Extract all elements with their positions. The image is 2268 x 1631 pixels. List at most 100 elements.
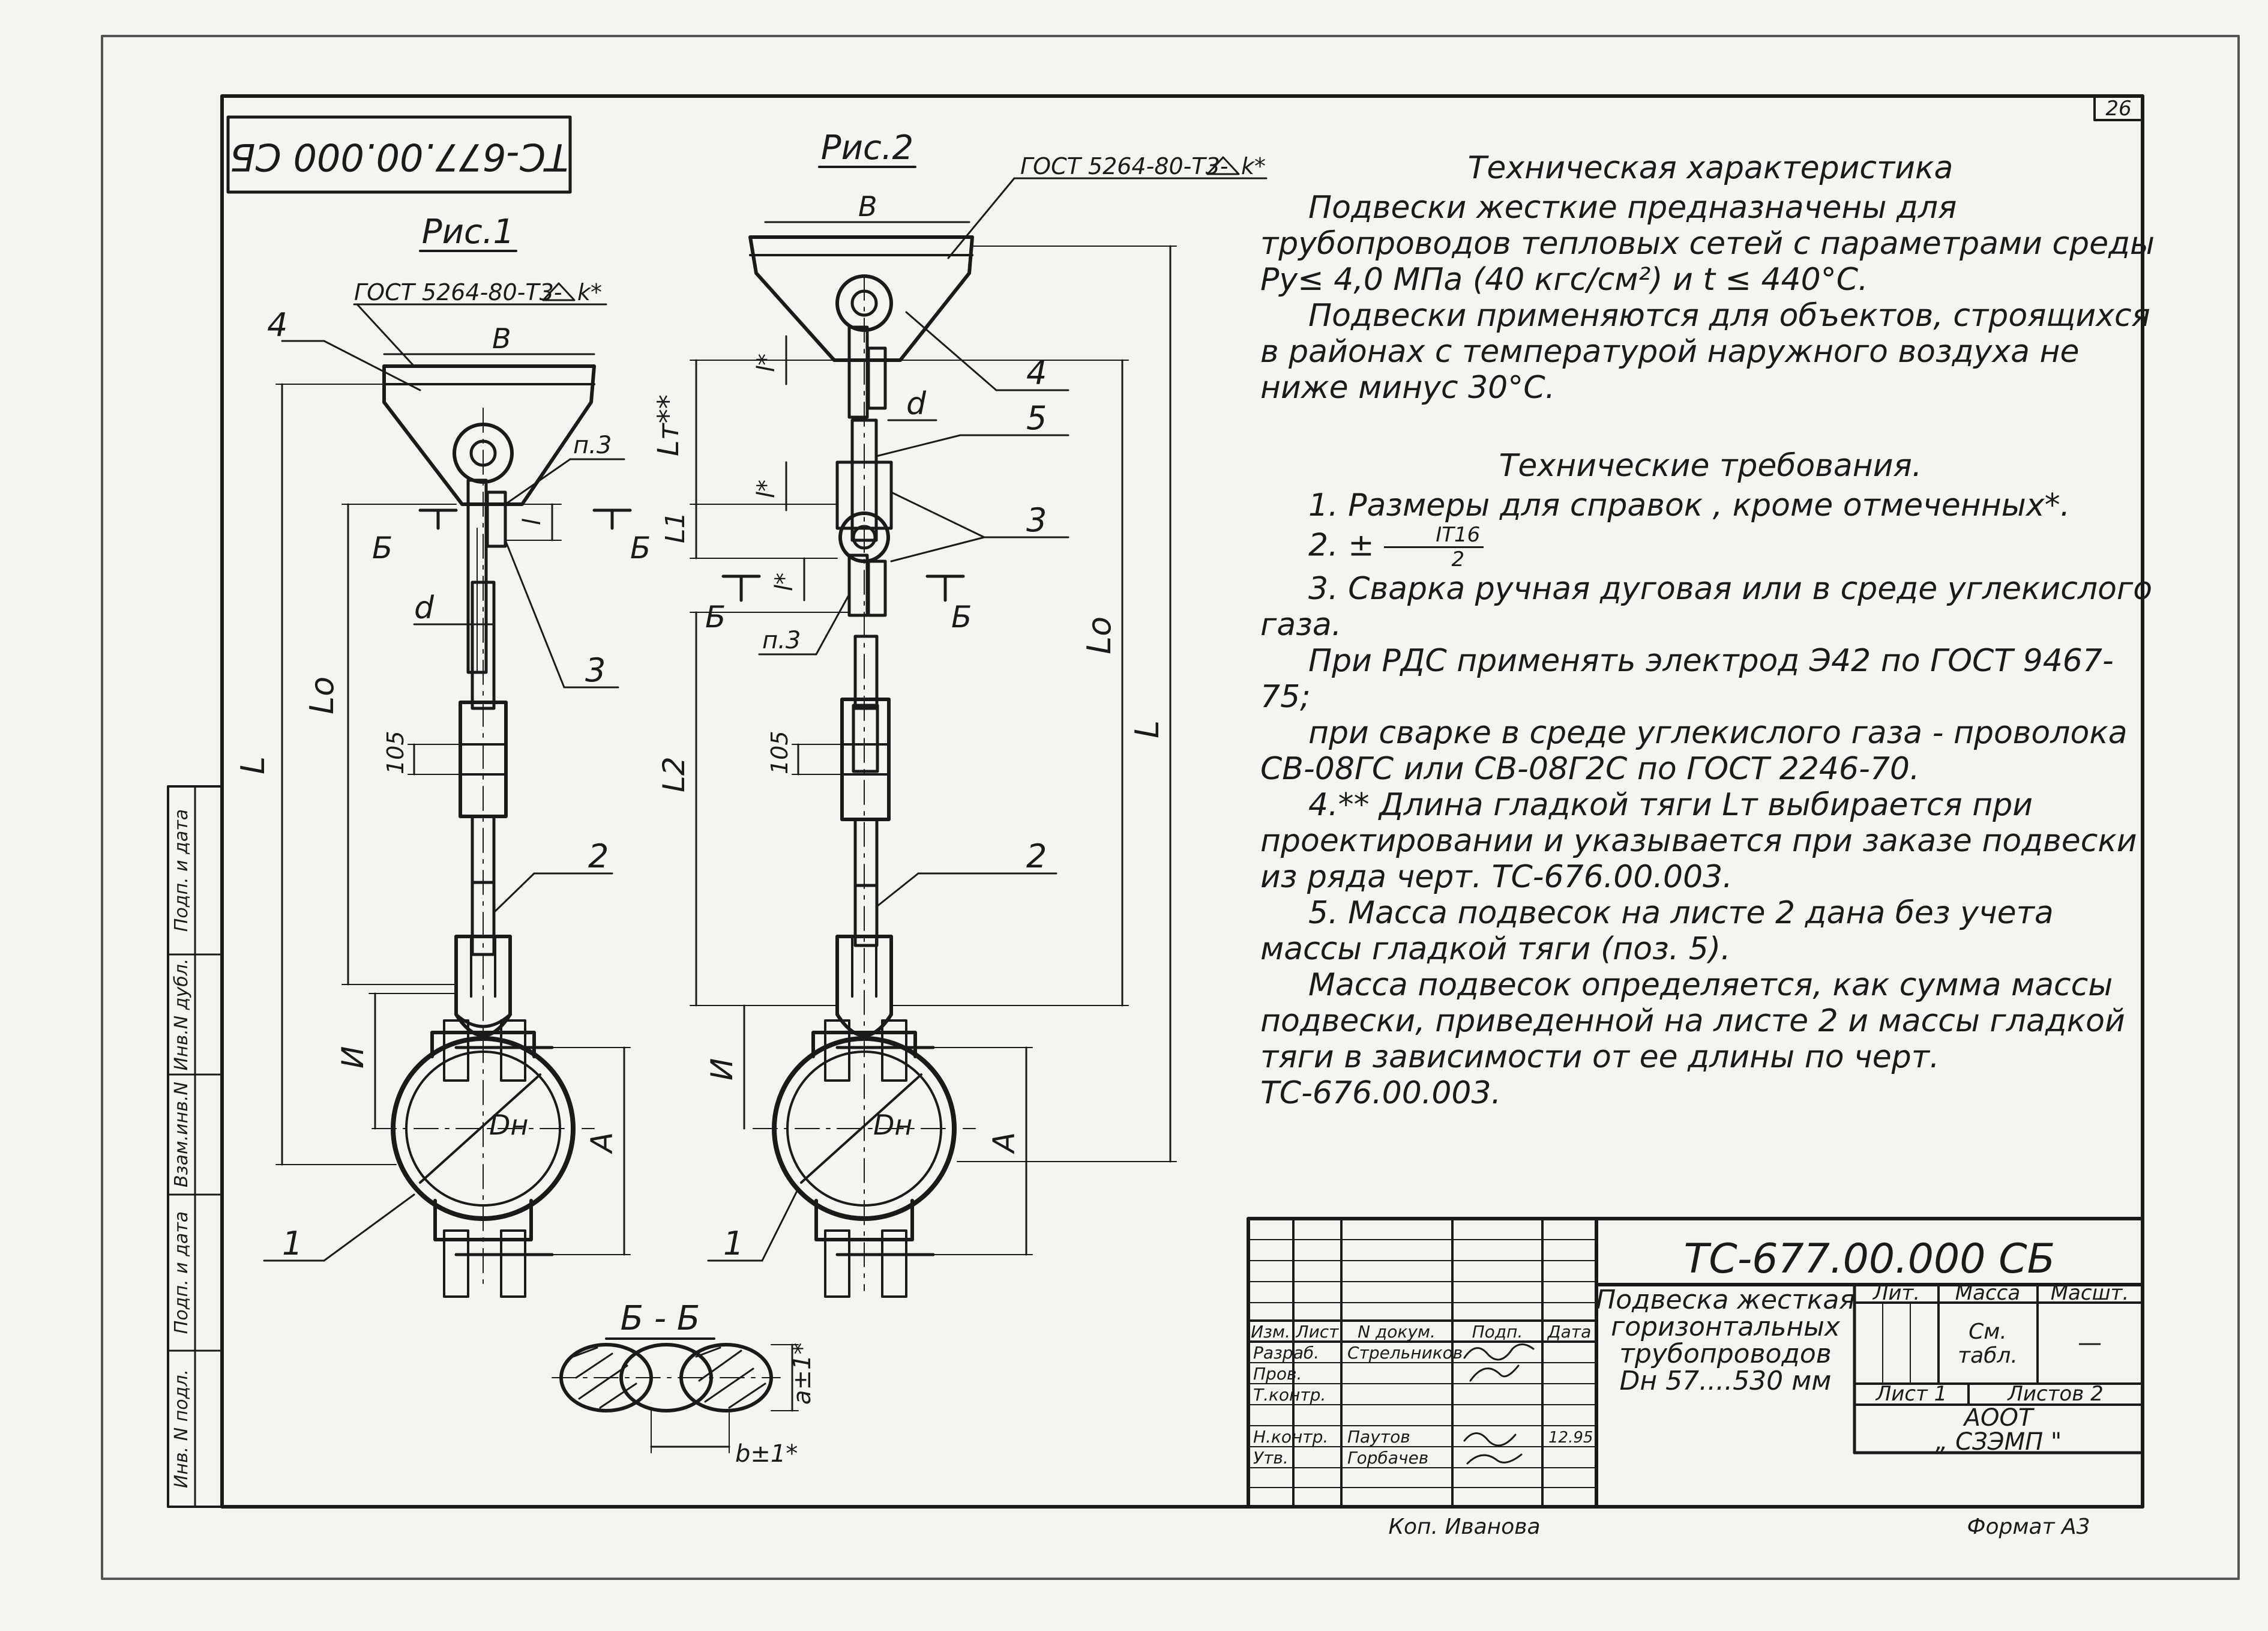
stamp-cell-4: Инв.N дубл. <box>171 959 192 1071</box>
tb-razrab: Разраб. <box>1253 1343 1319 1363</box>
figure-2-l-star-low: l* <box>771 573 798 591</box>
figure-2-rod-label: d <box>906 386 927 422</box>
tb-razrab-name: Стрельников <box>1347 1343 1463 1363</box>
figure-2-length-Lt: Lт** <box>652 394 685 456</box>
tb-name-2: горизонтальных <box>1611 1312 1841 1342</box>
tb-nkontr-name: Паутов <box>1347 1427 1410 1447</box>
figure-1-section-mark-right: Б <box>630 531 651 565</box>
figure-2-length-L1: L1 <box>660 511 691 543</box>
section-bb-dim-a: a±1* <box>789 1343 816 1405</box>
sheet-number-box <box>2093 95 2144 121</box>
tb-massa-val-2: табл. <box>1958 1343 2018 1368</box>
figure-2-title: Рис.2 <box>821 128 913 167</box>
figure-1-width-label: B <box>492 322 511 355</box>
figure-2-dim-105: 105 <box>766 731 793 774</box>
sheet-number: 26 <box>2105 97 2131 121</box>
tb-massa: Масса <box>1955 1281 2020 1305</box>
figure-1-length-Lo: Lo <box>303 677 341 714</box>
tb-tkontr: Т.контр. <box>1253 1385 1326 1405</box>
tb-col-podp: Подп. <box>1472 1322 1523 1342</box>
figure-2-dim-A: A <box>987 1132 1021 1154</box>
tb-masht: Масшт. <box>2051 1281 2129 1305</box>
tb-utv-name: Горбачев <box>1347 1448 1428 1468</box>
figure-1-length-L: L <box>234 756 272 774</box>
figure-1-rod-label: d <box>414 590 435 626</box>
figure-1-leader-3: 3 <box>585 651 606 689</box>
spec-r5: 5. Масса подвесок на листе 2 дана без уч… <box>1260 895 2054 967</box>
tb-org-2: „ СЗЭМП " <box>1936 1428 2062 1456</box>
figure-2-leader-4: 4 <box>1026 354 1047 392</box>
stamp-cell-3: Взам.инв.N <box>171 1082 192 1187</box>
section-bb: Б - Б a±1* b±1* <box>552 1299 816 1468</box>
tb-nkontr-date: 12.95 <box>1548 1429 1593 1447</box>
tb-massa-val-1: См. <box>1969 1319 2007 1344</box>
drawing-code-rotated: ТС-677.00.000 СБ <box>230 135 568 179</box>
spec-r1: 1. Размеры для справок , кроме отмеченны… <box>1308 487 2071 523</box>
spec-p2: Подвески применяются для объектов, строя… <box>1260 298 2150 406</box>
figure-1-section-mark-left: Б <box>372 531 393 565</box>
copied-by: Коп. Иванова <box>1388 1515 1540 1539</box>
figure-1-leader-4: 4 <box>267 306 287 344</box>
tb-code: ТС-677.00.000 СБ <box>1684 1235 2056 1283</box>
figure-2-note-p3: п.3 <box>762 627 801 654</box>
spec-r3b: При РДС применять электрод Э42 по ГОСТ 9… <box>1260 643 2114 715</box>
figure-1-dim-A: A <box>585 1132 619 1154</box>
tb-col-data: Дата <box>1547 1322 1592 1342</box>
tb-utv: Утв. <box>1253 1448 1289 1468</box>
tb-name-4: Dн 57....530 мм <box>1620 1366 1832 1396</box>
stamp-cell-2: Подп. и дата <box>171 1211 192 1334</box>
figure-2-leader-5: 5 <box>1026 399 1047 437</box>
spec-r2-den: 2 <box>1451 547 1465 571</box>
title-block: Изм. Лист N докум. Подп. Дата Разраб. Ст… <box>1247 1217 2144 1509</box>
tb-col-doc: N докум. <box>1358 1322 1436 1342</box>
figure-2-length-L2: L2 <box>657 756 691 792</box>
tb-col-izm: Изм. <box>1251 1322 1290 1342</box>
figure-1-dia-label: Dн <box>489 1109 529 1141</box>
tb-prov: Пров. <box>1253 1364 1302 1384</box>
tb-col-list: Лист <box>1296 1322 1340 1342</box>
figure-2-length-L: L <box>1128 720 1166 738</box>
figure-1-dim-105: 105 <box>382 731 409 774</box>
figure-2: Рис.2 ГОСТ 5264-80-Т3- k* B <box>652 128 1268 1298</box>
tb-masht-val: — <box>2078 1329 2102 1357</box>
spec-r3a: 3. Сварка ручная дуговая или в среде угл… <box>1260 571 2153 643</box>
tb-list: Лист 1 <box>1875 1382 1948 1406</box>
figure-2-weld-spec: ГОСТ 5264-80-Т3- <box>1020 153 1229 179</box>
spec-p1: Подвески жесткие предназначены для трубо… <box>1260 190 2155 298</box>
spec-r6: Масса подвесок определяется, как сумма м… <box>1260 967 2125 1111</box>
spec-title-1: Техническая характеристика <box>1467 150 1954 186</box>
spec-r2-prefix: 2. ± <box>1308 527 1374 564</box>
figure-2-length-I: И <box>705 1058 739 1081</box>
figure-2-l-star-top: l* <box>753 354 780 372</box>
stamp-cell-5: Подп. и дата <box>171 809 192 932</box>
svg-text:k*: k* <box>577 279 602 306</box>
spec-r2-num: IT16 <box>1384 523 1484 548</box>
figure-2-leader-1: 1 <box>723 1225 744 1262</box>
figure-1-leader-2: 2 <box>588 837 609 875</box>
tb-name-3: трубопроводов <box>1619 1339 1831 1369</box>
tb-name-1: Подвеска жесткая <box>1596 1285 1855 1315</box>
outer-border <box>101 35 2240 1580</box>
figure-2-length-Lo: Lo <box>1080 617 1118 654</box>
figure-2-leader-3: 3 <box>1026 501 1047 539</box>
figure-2-dia-label: Dн <box>873 1109 913 1141</box>
spec-title-2: Технические требования. <box>1499 448 1922 484</box>
figure-2-leader-2: 2 <box>1026 837 1047 875</box>
svg-text:l: l <box>519 519 546 525</box>
figure-2-section-mark-left: Б <box>705 600 726 635</box>
section-bb-dim-b: b±1* <box>735 1440 798 1468</box>
code-box-rotated <box>226 115 572 194</box>
svg-text:k*: k* <box>1241 153 1266 179</box>
figure-2-width-label: B <box>858 190 877 223</box>
figure-1-length-I: И <box>335 1046 370 1069</box>
tb-nkontr: Н.контр. <box>1253 1427 1328 1447</box>
figure-1-weld-spec: ГОСТ 5264-80-Т3- <box>354 279 562 306</box>
figure-1-note-p3: п.3 <box>573 432 612 459</box>
section-bb-title: Б - Б <box>621 1299 700 1338</box>
format-label: Формат А3 <box>1967 1515 2090 1539</box>
side-stamp: Инв. N подл. Подп. и дата Взам.инв.N Инв… <box>167 785 223 1508</box>
